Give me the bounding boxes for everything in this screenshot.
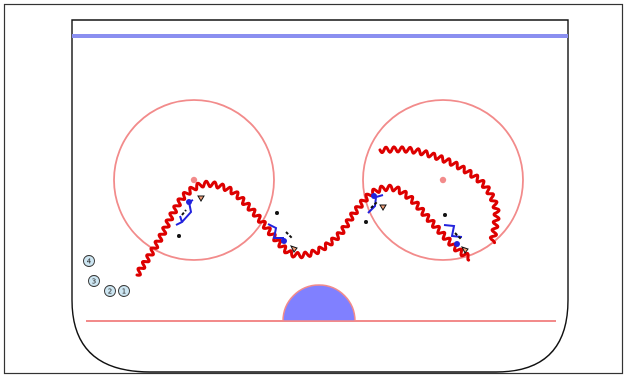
- player-label: 4: [87, 258, 92, 266]
- player-token-4[interactable]: 4: [83, 255, 95, 267]
- player-token-2[interactable]: 2: [104, 285, 116, 297]
- rink-boards: [71, 19, 569, 373]
- left-faceoff-dot: [190, 176, 198, 184]
- player-token-icon: [118, 285, 130, 297]
- pylon-icon: [379, 204, 387, 211]
- pylon-icon: [197, 195, 205, 202]
- player-token-3[interactable]: 3: [88, 275, 100, 287]
- skating-path-main: [135, 179, 471, 277]
- right-faceoff-circle: [362, 99, 524, 261]
- passer-group-2: [267, 211, 298, 253]
- player-token-1[interactable]: 1: [118, 285, 130, 297]
- passer-group-1: [175, 195, 205, 238]
- player-label: 2: [108, 288, 112, 296]
- pylon-icon: [177, 234, 181, 238]
- player-label: 1: [122, 288, 126, 296]
- player-token-icon: [88, 275, 100, 287]
- passer-group-4: [443, 213, 469, 254]
- skating-path-top-right: [378, 145, 501, 245]
- pylon-icon: [275, 211, 279, 215]
- passer-group-3: [364, 193, 387, 224]
- left-faceoff-circle: [113, 99, 275, 261]
- goal-crease: [282, 284, 356, 322]
- pylon-icon: [461, 246, 469, 254]
- player-token-icon: [104, 285, 116, 297]
- pylon-icon: [290, 245, 298, 253]
- pylon-icon: [443, 213, 447, 217]
- right-faceoff-dot: [439, 176, 447, 184]
- player-token-icon: [83, 255, 95, 267]
- pylon-icon: [364, 220, 368, 224]
- player-label: 3: [92, 278, 96, 286]
